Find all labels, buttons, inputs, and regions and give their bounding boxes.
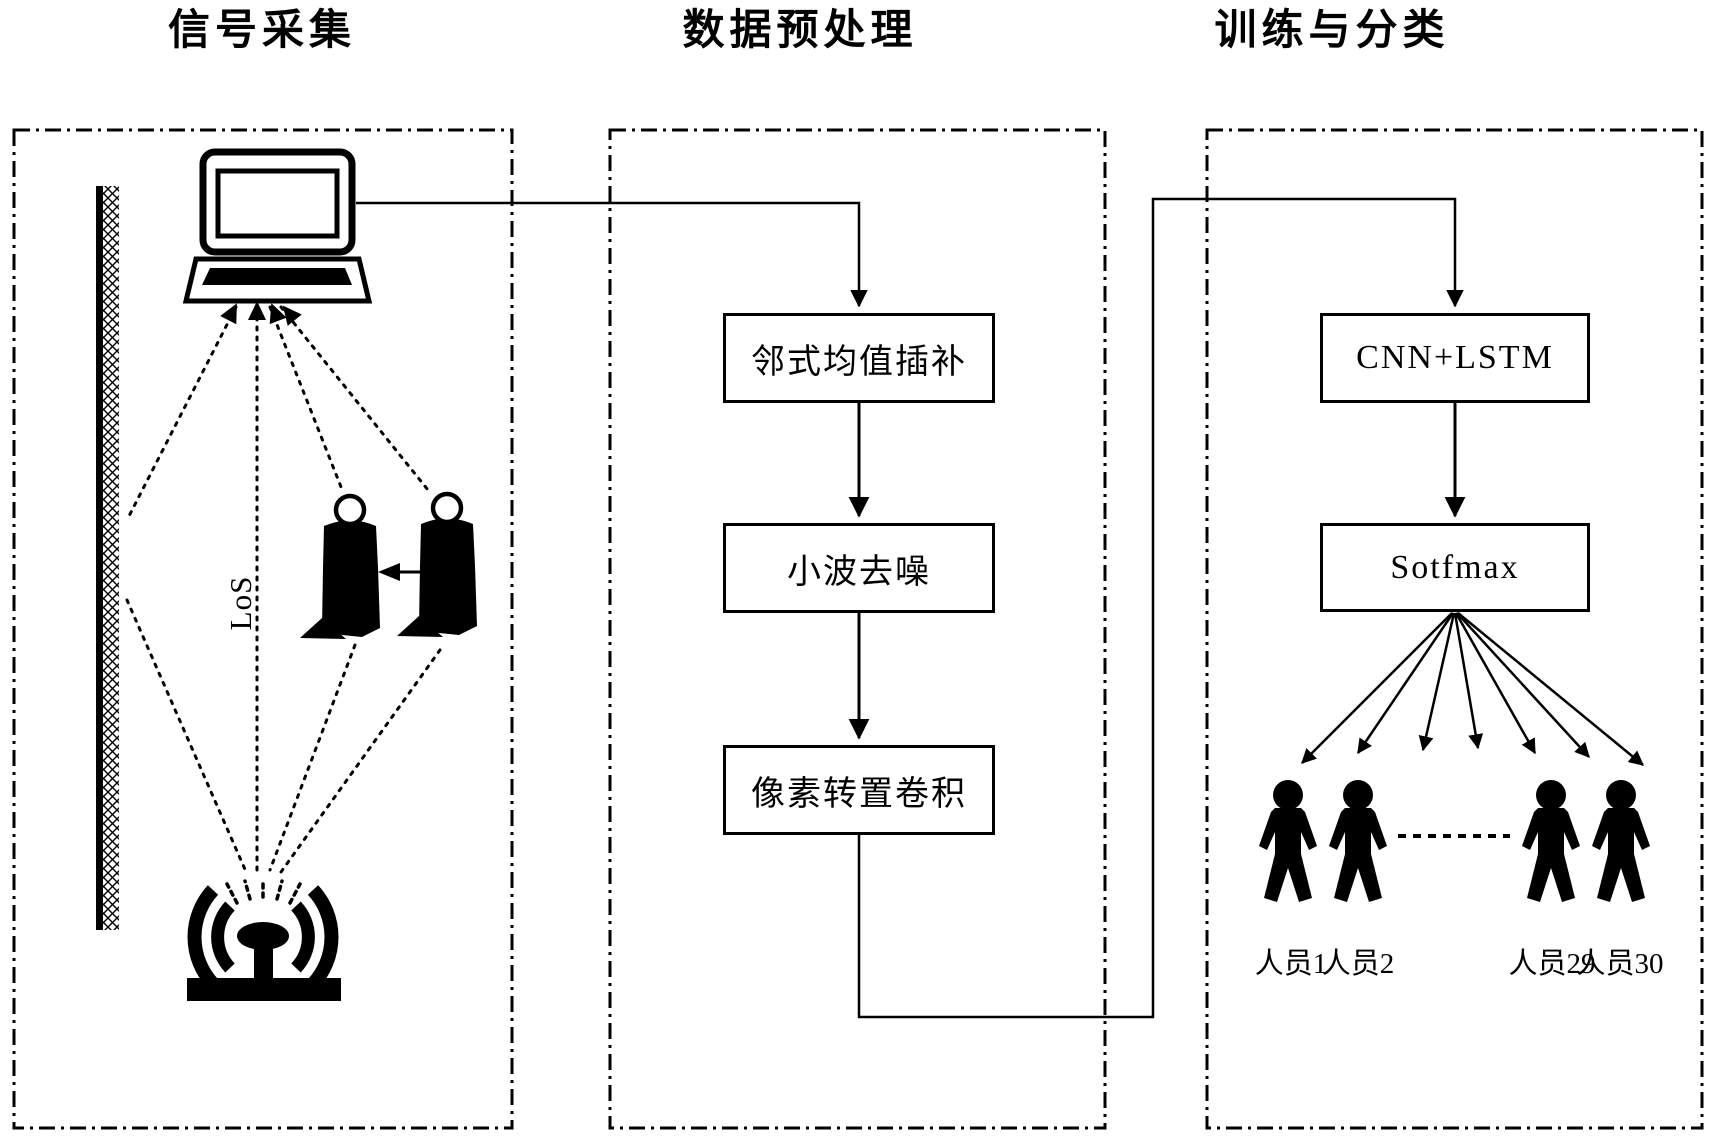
- person-path-lower-1: [268, 643, 357, 872]
- panel-preprocessing-border: [608, 128, 1107, 1130]
- person-movement-arrow: [378, 563, 420, 581]
- person-30-icon: [1591, 779, 1651, 903]
- person-path-upper-1: [268, 305, 345, 494]
- wall-reflection-lower-line: [125, 598, 249, 876]
- person-29-icon: [1521, 779, 1581, 903]
- los-label: LoS: [223, 575, 258, 631]
- person-1-icon: [1258, 779, 1318, 903]
- wall-icon: [96, 186, 119, 930]
- multipath-dotted-lines: [125, 305, 442, 876]
- person-path-lower-2: [279, 648, 442, 874]
- panel-title-preprocessing: 数据预处理: [682, 8, 918, 54]
- laptop-to-preprocess-connector: [356, 201, 868, 308]
- flow-step-arrows: [848, 403, 1466, 740]
- wall-reflection-upper-line: [126, 305, 238, 520]
- person-1-label: 人员1: [1254, 948, 1328, 980]
- panel-signal-collection-border: [12, 128, 514, 1130]
- person-2-icon: [1328, 779, 1388, 903]
- observed-person-right-icon: [397, 494, 477, 637]
- person-29-label: 人员29: [1508, 948, 1596, 980]
- observed-people-icons: [300, 494, 477, 639]
- softmax-fan-arrows: [1301, 612, 1644, 766]
- panel-title-signal-collection: 信号采集: [167, 8, 357, 54]
- classified-people-icons: [1258, 779, 1651, 903]
- flow-box-pixel-transposed-convolution: 像素转置卷积: [723, 745, 995, 835]
- laptop-arrowhead-icons: [220, 301, 302, 326]
- observed-person-left-icon: [300, 496, 380, 639]
- laptop-icon: [182, 148, 373, 304]
- wifi-antenna-icon: [187, 877, 341, 1001]
- panel-title-training: 训练与分类: [1214, 8, 1450, 54]
- person-2-label: 人员2: [1321, 948, 1395, 980]
- panel-connector-lines: [356, 197, 1464, 1019]
- preprocess-to-training-connector: [857, 197, 1464, 1019]
- flow-box-cnn-lstm: CNN+LSTM: [1320, 313, 1590, 403]
- flow-box-neighbor-mean-imputation: 邻式均值插补: [723, 313, 995, 403]
- person-path-upper-2: [279, 305, 430, 492]
- flow-box-wavelet-denoise: 小波去噪: [723, 523, 995, 613]
- panel-borders: [12, 128, 1704, 1130]
- flow-box-softmax: Sotfmax: [1320, 523, 1590, 612]
- panel-training-border: [1205, 128, 1704, 1130]
- person-30-label: 人员30: [1576, 948, 1664, 980]
